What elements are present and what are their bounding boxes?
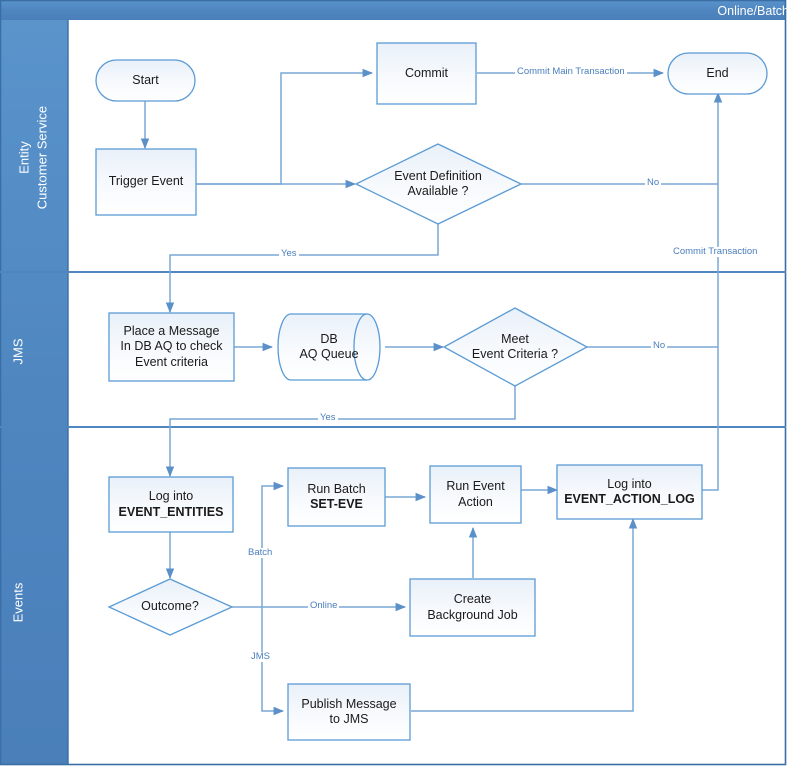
edge-label-commit-main-transaction: Commit Main Transaction: [515, 66, 627, 77]
edge-outcome-batch: [261, 481, 285, 607]
edge-label-yes-meetcriteria: Yes: [318, 412, 338, 423]
node-event-definition-available[interactable]: [354, 143, 523, 225]
node-run-batch-set-eve[interactable]: [287, 467, 386, 527]
node-place-a-message[interactable]: [108, 312, 235, 382]
node-start[interactable]: [95, 59, 196, 102]
edge-outcome-jms: [261, 607, 285, 716]
lane-title-jms-text: JMS: [10, 338, 26, 365]
lane-title-jms: JMS: [11, 307, 26, 397]
connectors: [140, 68, 723, 716]
edge-eventdef-yes: [165, 224, 439, 314]
edge-publishjms-to-logactionlog: [411, 517, 638, 712]
lane-title-events: Events: [11, 558, 26, 648]
diagram-title-bar: [0, 0, 786, 20]
lane-body-area: [68, 20, 786, 765]
node-run-event-action[interactable]: [429, 465, 522, 524]
edge-label-commit-transaction: Commit Transaction: [671, 246, 760, 257]
lane-header-column: [0, 20, 68, 765]
node-meet-event-criteria[interactable]: [442, 307, 589, 387]
edge-label-jms: JMS: [249, 651, 272, 662]
node-end[interactable]: [667, 52, 768, 95]
node-create-background-job[interactable]: [409, 578, 536, 637]
edge-label-batch: Batch: [246, 547, 275, 558]
edge-label-no-meetcriteria: No: [651, 340, 668, 351]
edge-label-no-eventdef: No: [645, 177, 662, 188]
node-log-into-event-entities[interactable]: [108, 476, 234, 533]
lane-title-entity: Entity Customer Service: [15, 63, 50, 253]
node-trigger-event[interactable]: [95, 148, 197, 216]
node-log-into-event-action-log[interactable]: [556, 464, 703, 520]
edge-meetcriteria-yes: [165, 385, 516, 478]
node-db-aq-queue[interactable]: [277, 313, 381, 381]
shapes: [95, 42, 768, 741]
diagram-title: Online/Batch: [717, 4, 789, 18]
edge-logactionlog-to-end: [702, 91, 723, 491]
node-outcome[interactable]: [107, 578, 234, 636]
lane-title-entity-line2: Customer Service: [34, 105, 49, 210]
lane-title-events-text: Events: [10, 582, 26, 623]
node-commit[interactable]: [376, 42, 477, 105]
edge-label-online: Online: [308, 600, 340, 611]
edge-label-yes-eventdef: Yes: [279, 248, 299, 259]
lane-title-entity-line1: Entity: [16, 141, 32, 174]
node-publish-message-to-jms[interactable]: [287, 683, 411, 741]
